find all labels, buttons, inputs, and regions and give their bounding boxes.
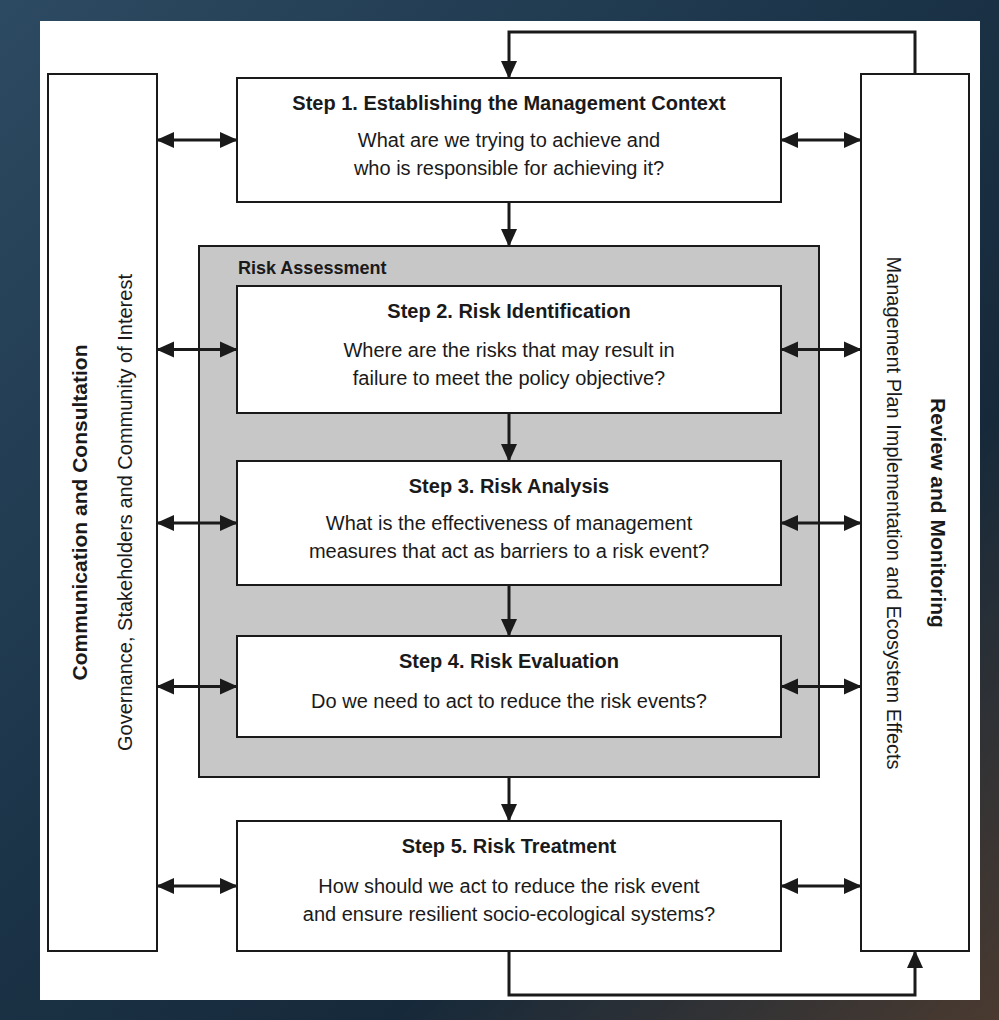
process-box: Step 4. Risk Evaluation Do we need to act… — [236, 635, 782, 738]
feedback-arrow — [509, 32, 915, 77]
connector-arrow — [158, 522, 236, 525]
step-title: Step 1. Establishing the Management Cont… — [292, 91, 725, 115]
connector-arrow — [782, 685, 860, 688]
connector-arrow — [158, 348, 236, 351]
step-title: Step 4. Risk Evaluation — [399, 649, 619, 673]
step-body: Do we need to act to reduce the risk eve… — [311, 687, 707, 715]
connector-arrow — [782, 348, 860, 351]
step-body-wrap: How should we act to reduce the risk eve… — [250, 858, 768, 942]
connector-arrow — [158, 685, 236, 688]
process-box: Step 1. Establishing the Management Cont… — [236, 77, 782, 203]
band-title: Communication and Consultation — [67, 345, 93, 681]
risk-assessment-group: Risk AssessmentStep 2. Risk Identificati… — [198, 245, 820, 778]
step-title: Step 5. Risk Treatment — [402, 834, 617, 858]
step-body: Where are the risks that may result in f… — [250, 336, 768, 392]
connector-arrow — [782, 885, 860, 888]
step-body-wrap: Where are the risks that may result in f… — [250, 323, 768, 404]
connector-arrow — [158, 139, 236, 142]
step-body: What is the effectiveness of management … — [250, 509, 768, 565]
step-body: What are we trying to achieve and who is… — [250, 126, 768, 182]
review-band: Review and Monitoring Management Plan Imp… — [860, 73, 970, 952]
step-body-wrap: What is the effectiveness of management … — [250, 498, 768, 576]
step-title: Step 2. Risk Identification — [387, 299, 630, 323]
connector-arrow — [508, 414, 511, 460]
feedback-arrow — [509, 952, 915, 995]
connector-arrow — [158, 885, 236, 888]
band-subtitle: Management Plan Implementation and Ecosy… — [880, 256, 906, 769]
step-title: Step 3. Risk Analysis — [409, 474, 609, 498]
process-box: Step 2. Risk IdentificationWhere are the… — [236, 285, 782, 414]
connector-arrow — [508, 203, 511, 245]
process-box: Step 3. Risk AnalysisWhat is the effecti… — [236, 460, 782, 586]
connector-arrow — [782, 139, 860, 142]
connector-arrow — [508, 778, 511, 820]
group-label: Risk Assessment — [238, 257, 386, 279]
band-subtitle: Governance, Stakeholders and Community o… — [112, 274, 138, 751]
connector-arrow — [508, 586, 511, 635]
connector-arrow — [782, 522, 860, 525]
band-title: Review and Monitoring — [924, 398, 950, 628]
step-body-wrap: Do we need to act to reduce the risk eve… — [250, 673, 768, 728]
step-body: How should we act to reduce the risk eve… — [250, 872, 768, 928]
communication-band: Communication and Consultation Governance… — [47, 73, 158, 952]
rotated-text: Communication and Consultation Governance… — [49, 85, 156, 940]
process-box: Step 5. Risk TreatmentHow should we act … — [236, 820, 782, 952]
step-body-wrap: What are we trying to achieve and who is… — [250, 115, 768, 193]
rotated-text: Review and Monitoring Management Plan Imp… — [862, 85, 968, 940]
